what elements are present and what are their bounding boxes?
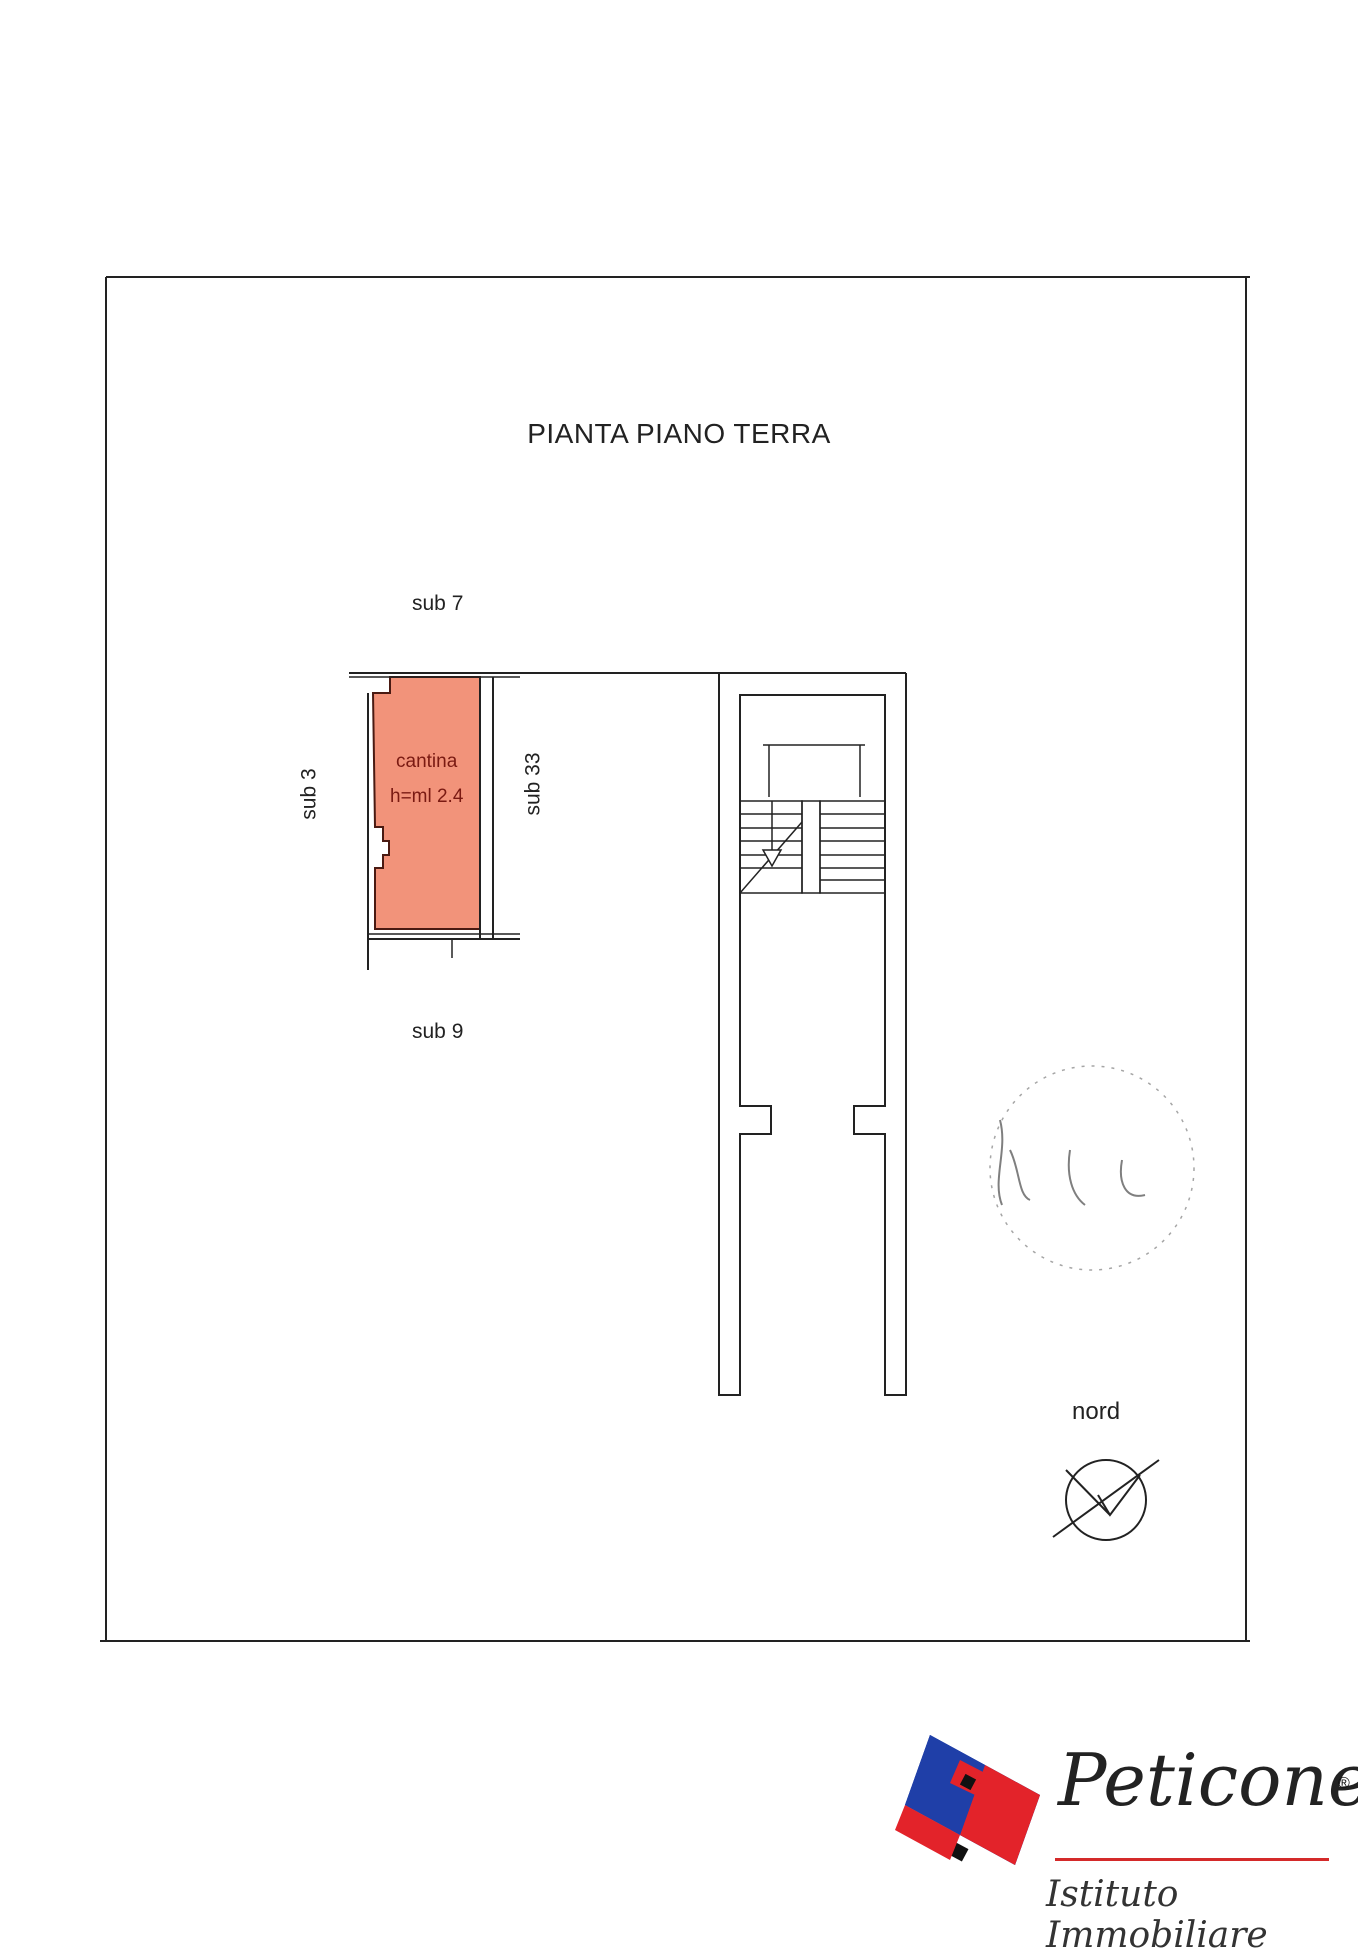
label-sub-7: sub 7	[412, 592, 464, 615]
plan-title: PIANTA PIANO TERRA	[527, 418, 831, 449]
stair-corridor	[718, 672, 907, 1396]
stairs	[739, 744, 886, 894]
sheet-frame	[100, 276, 1250, 1642]
label-sub-3: sub 3	[297, 768, 321, 820]
room-height: h=ml 2.4	[390, 786, 464, 807]
north-label: nord	[1072, 1398, 1121, 1425]
registered-mark: ®	[1338, 1775, 1350, 1792]
official-stamp	[989, 1065, 1195, 1271]
north-arrow-icon	[1052, 1459, 1160, 1541]
brand-divider	[1055, 1858, 1329, 1861]
brand-name: Peticone	[1058, 1738, 1358, 1822]
label-sub-9: sub 9	[412, 1020, 464, 1043]
brand-tagline: Istituto Immobiliare	[1046, 1874, 1268, 1956]
cantina-room	[349, 672, 905, 970]
room-name: cantina	[396, 751, 458, 772]
logo-mark-icon	[895, 1735, 1040, 1865]
label-sub-33: sub 33	[521, 752, 545, 816]
